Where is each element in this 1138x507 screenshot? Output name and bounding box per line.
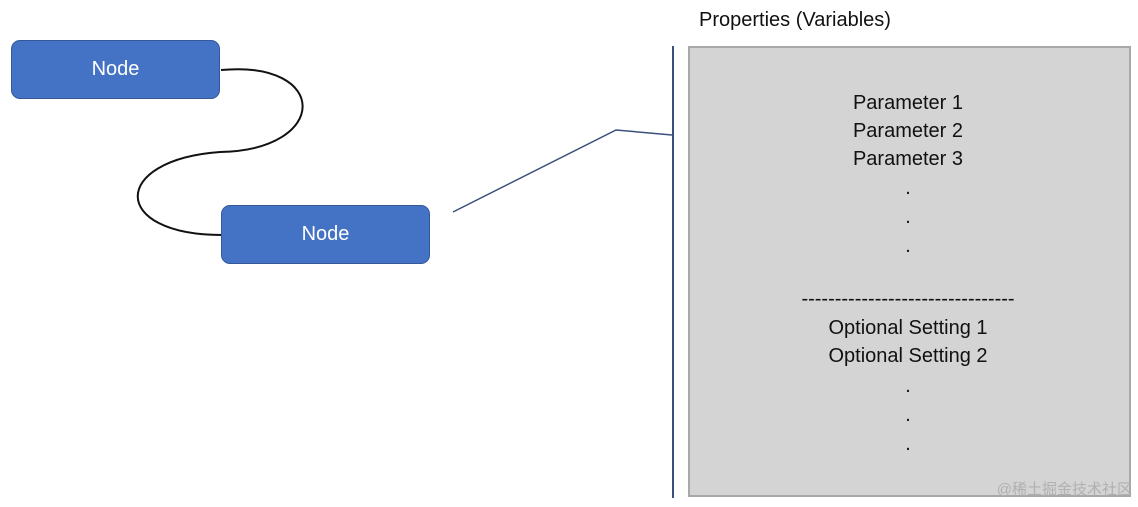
panel-divider bbox=[672, 46, 674, 498]
ellipsis-dot: . bbox=[905, 375, 911, 397]
node-bottom[interactable]: Node bbox=[221, 205, 430, 264]
node-label: Node bbox=[301, 223, 350, 245]
section-separator: -------------------------------- bbox=[801, 288, 1015, 310]
ellipsis-dot: . bbox=[905, 177, 911, 199]
ellipsis-dot: . bbox=[905, 404, 911, 426]
properties-panel bbox=[688, 46, 1131, 497]
parameter-item: Parameter 3 bbox=[852, 148, 964, 170]
node-label: Node bbox=[91, 58, 140, 80]
ellipsis-dot: . bbox=[905, 235, 911, 257]
ellipsis-dot: . bbox=[905, 206, 911, 228]
node-top[interactable]: Node bbox=[11, 40, 220, 99]
callout-line bbox=[452, 129, 673, 213]
curved-connector bbox=[136, 68, 304, 236]
watermark: @稀土掘金技术社区 bbox=[996, 481, 1132, 498]
optional-setting-item: Optional Setting 1 bbox=[828, 317, 988, 339]
properties-panel-title: Properties (Variables) bbox=[699, 9, 891, 31]
ellipsis-dot: . bbox=[905, 433, 911, 455]
parameter-item: Parameter 2 bbox=[852, 120, 964, 142]
optional-setting-item: Optional Setting 2 bbox=[828, 345, 988, 367]
parameter-item: Parameter 1 bbox=[852, 92, 964, 114]
